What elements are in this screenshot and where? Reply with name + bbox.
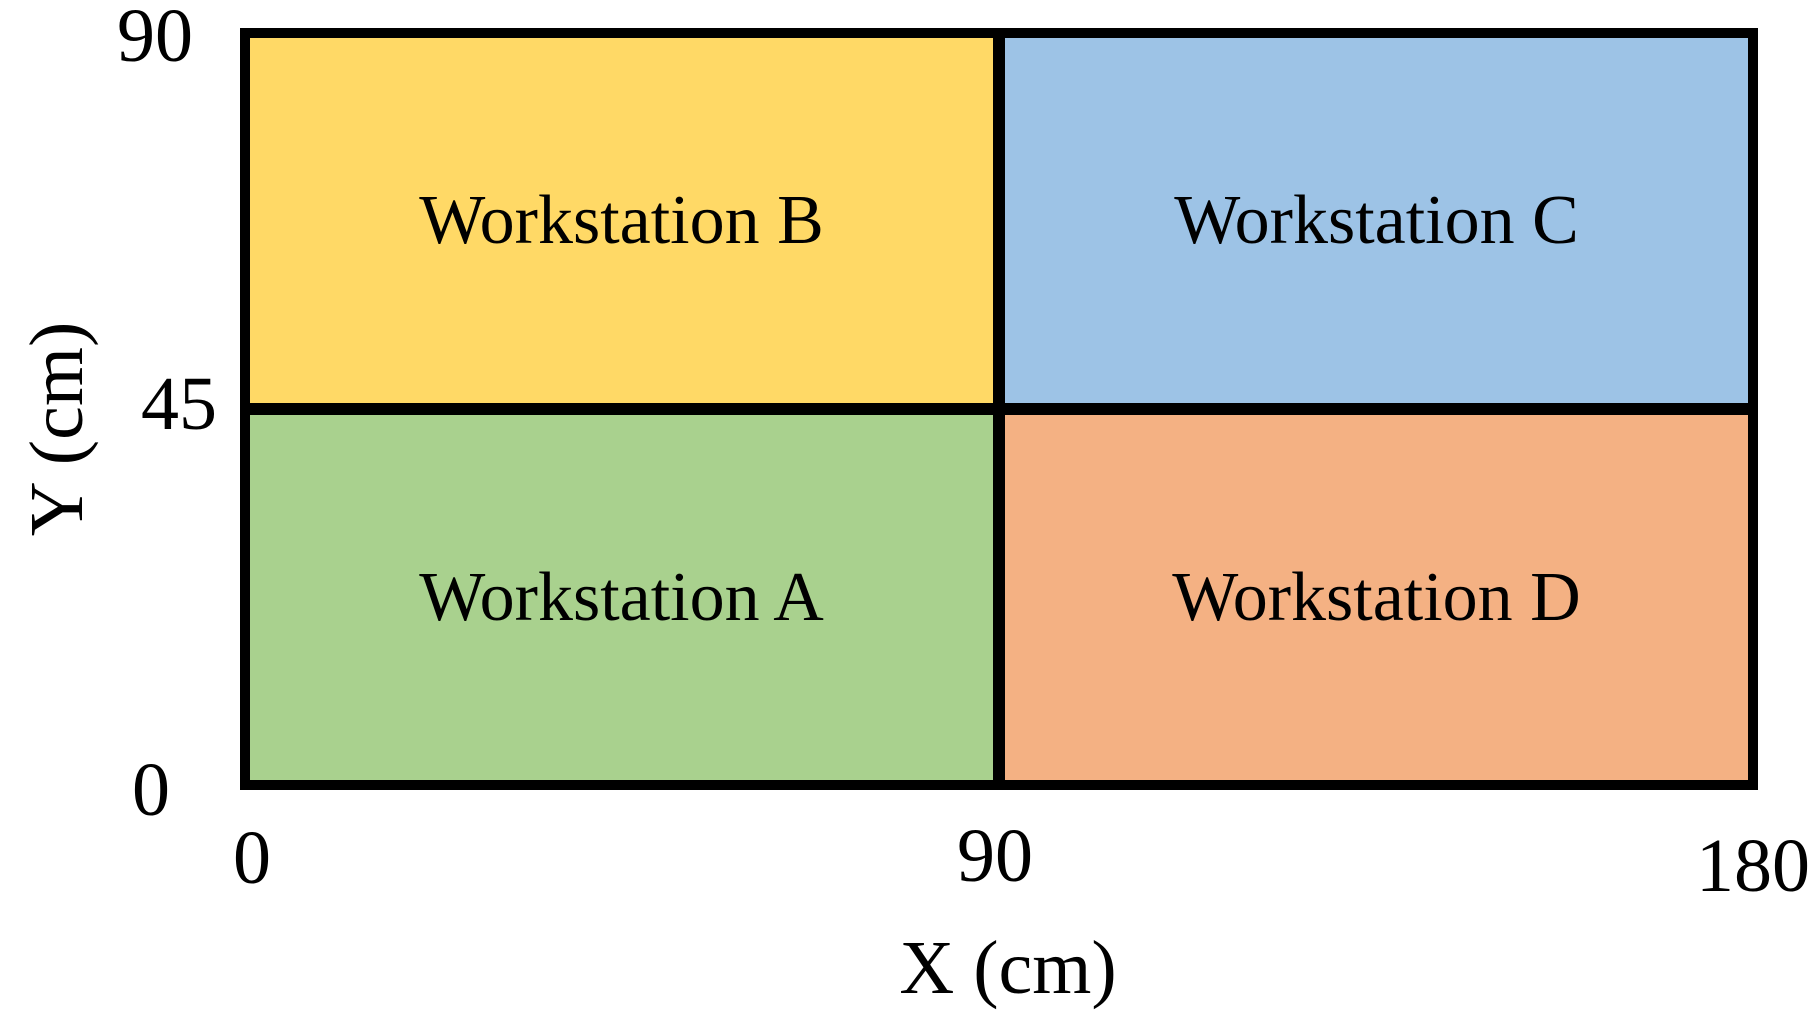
workstation-c-label: Workstation C [1174,181,1579,259]
workstation-c-region: Workstation C [1005,38,1748,403]
x-tick-90: 90 [957,814,1033,898]
x-axis-label: X (cm) [899,926,1117,1010]
y-tick-0: 0 [132,748,170,832]
y-tick-45: 45 [141,362,217,446]
y-tick-90: 90 [117,0,193,78]
y-axis-label: Y (cm) [15,321,99,537]
x-tick-0: 0 [233,816,271,900]
workstation-d-region: Workstation D [1005,415,1748,780]
workstation-d-label: Workstation D [1172,558,1581,636]
plot-area: Workstation B Workstation C Workstation … [240,28,1758,790]
workstation-a-region: Workstation A [250,415,993,780]
workstation-a-label: Workstation A [419,558,824,636]
workstation-b-label: Workstation B [419,181,824,259]
workstation-b-region: Workstation B [250,38,993,403]
x-tick-180: 180 [1696,824,1810,908]
